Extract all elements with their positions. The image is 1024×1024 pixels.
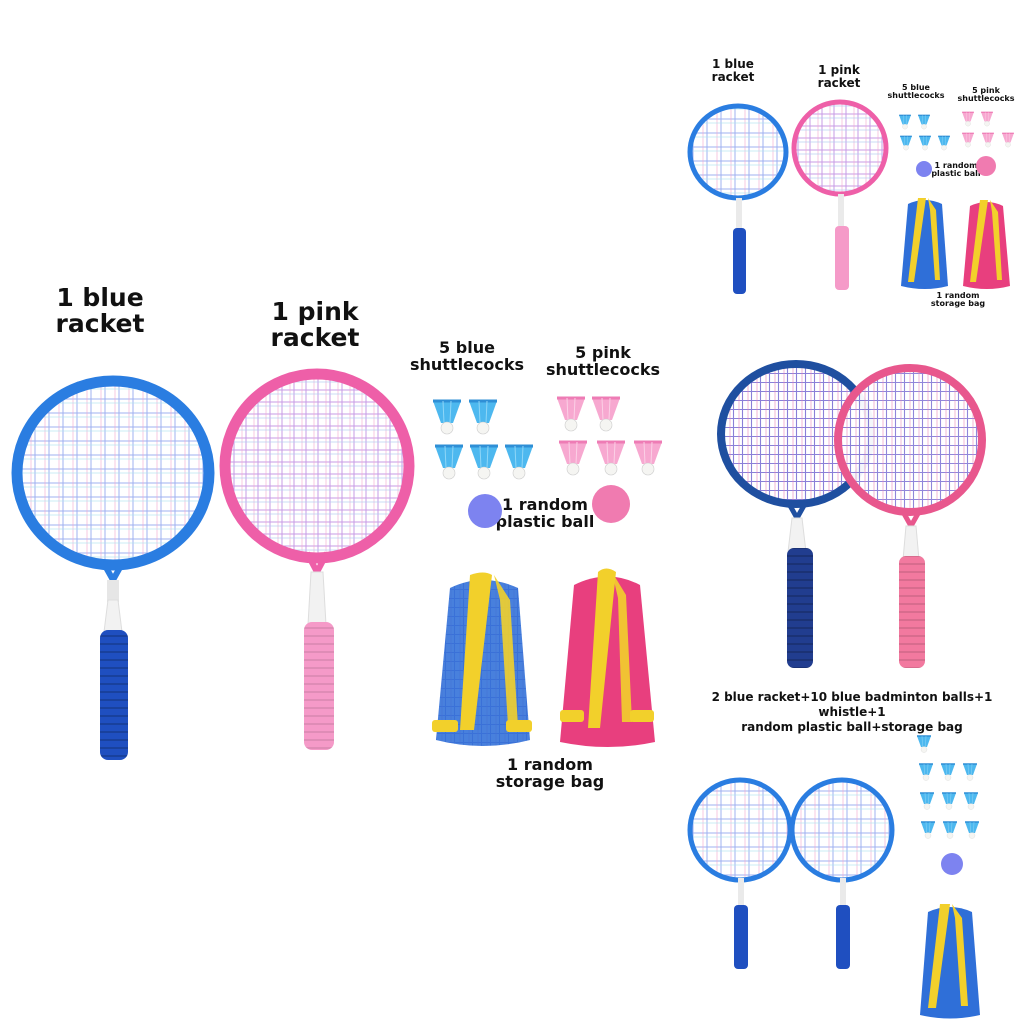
blue-shuttlecocks-label: 5 blue shuttlecocks bbox=[409, 338, 525, 374]
thumb-pink-racket-label: 1 pink racket bbox=[817, 63, 861, 90]
blue-shuttlecocks bbox=[431, 399, 535, 481]
thumb-plastic-ball-label: 1 random plastic ball bbox=[931, 161, 981, 179]
thumb-pink-shuttlecocks-label: 5 pink shuttlecocks bbox=[957, 86, 1015, 104]
blue-racket-label: 1 blue racket bbox=[55, 283, 145, 339]
blue-plastic-ball bbox=[468, 494, 502, 528]
pink-storage-bag bbox=[560, 568, 655, 747]
pink-racket bbox=[219, 368, 415, 750]
plastic-ball-label: 1 random plastic ball bbox=[495, 495, 595, 531]
pink-racket-label: 1 pink racket bbox=[270, 297, 360, 353]
thumb-blue-shuttlecocks-label: 5 blue shuttlecocks bbox=[887, 83, 945, 101]
variant-blue-racket-2 bbox=[789, 777, 895, 969]
blue-storage-bag bbox=[432, 572, 532, 746]
thumb-pink-plastic-ball bbox=[976, 156, 996, 176]
thumb-pink-storage-bag bbox=[963, 200, 1010, 289]
thumb-blue-storage-bag bbox=[901, 198, 948, 289]
crossed-pink-racket bbox=[834, 364, 986, 668]
variant-blue-shuttlecocks bbox=[916, 735, 980, 840]
storage-bag-label: 1 random storage bag bbox=[495, 755, 605, 791]
pink-plastic-ball bbox=[592, 485, 630, 523]
variant-blue-racket-1 bbox=[687, 777, 793, 969]
variant-storage-bag bbox=[920, 904, 980, 1019]
thumb-blue-racket bbox=[687, 103, 789, 294]
dark-blue-racket bbox=[717, 360, 875, 668]
thumb-blue-plastic-ball bbox=[916, 161, 932, 177]
variant-caption: 2 blue racket+10 blue badminton balls+1 … bbox=[711, 690, 993, 734]
pink-shuttlecocks-label: 5 pink shuttlecocks bbox=[545, 343, 661, 379]
thumb-pink-shuttlecocks bbox=[961, 111, 1015, 148]
thumb-storage-bag-label: 1 random storage bag bbox=[930, 291, 986, 309]
thumb-pink-racket bbox=[791, 99, 889, 290]
variant-plastic-ball bbox=[941, 853, 963, 875]
thumb-blue-shuttlecocks bbox=[898, 114, 951, 151]
pink-shuttlecocks bbox=[555, 396, 664, 477]
thumb-blue-racket-label: 1 blue racket bbox=[711, 57, 755, 84]
blue-racket bbox=[11, 375, 215, 760]
